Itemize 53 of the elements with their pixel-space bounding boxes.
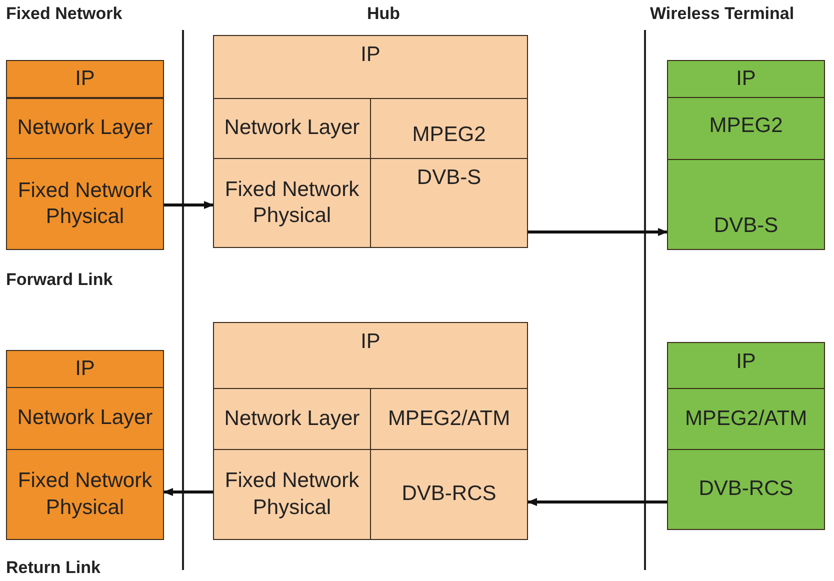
protocol-layer-box: [6, 387, 164, 450]
protocol-layer-box: [6, 158, 164, 250]
protocol-layer-box: [667, 159, 825, 250]
layer-label: IP: [75, 66, 95, 92]
layer-label: Fixed Network Physical: [224, 468, 360, 520]
column-heading: Forward Link: [6, 270, 113, 290]
protocol-layer-box: [370, 388, 528, 450]
arrow: [164, 201, 214, 209]
column-heading: Hub: [367, 4, 400, 24]
layer-label: IP: [736, 66, 756, 92]
protocol-layer-box: [667, 60, 825, 98]
protocol-layer-box: [213, 158, 371, 248]
protocol-layer-box: [6, 350, 164, 388]
protocol-layer-box: [667, 342, 825, 389]
protocol-layer-box: [667, 449, 825, 530]
layer-label: IP: [736, 349, 756, 375]
protocol-layer-box: [6, 60, 164, 98]
arrow: [163, 488, 213, 496]
protocol-layer-box: [213, 35, 528, 99]
protocol-layer-box: [667, 388, 825, 450]
layer-label: MPEG2/ATM: [684, 406, 808, 432]
arrow: [528, 228, 668, 236]
layer-label: IP: [360, 42, 380, 68]
protocol-layer-box: [213, 98, 371, 159]
protocol-layer-box: [213, 449, 371, 540]
layer-label: Network Layer: [17, 405, 153, 432]
protocol-layer-box: [370, 158, 528, 248]
layer-label: Fixed Network Physical: [224, 176, 360, 229]
layer-label: Network Layer: [17, 115, 153, 142]
protocol-layer-box: [370, 449, 528, 540]
protocol-layer-box: [213, 322, 528, 389]
layer-label: IP: [75, 356, 95, 382]
protocol-layer-box: [6, 449, 164, 540]
column-heading: Fixed Network: [6, 4, 122, 24]
layer-label: MPEG2/ATM: [388, 406, 510, 432]
layer-label: Network Layer: [224, 406, 360, 432]
layer-label: MPEG2: [709, 113, 783, 140]
layer-label: DVB-RCS: [698, 476, 794, 502]
layer-label: Fixed Network Physical: [16, 178, 154, 230]
column-heading: Wireless Terminal: [650, 4, 794, 24]
layer-label: DVB-RCS: [402, 481, 496, 508]
layer-label: DVB-S: [416, 165, 482, 191]
layer-label: IP: [360, 329, 380, 355]
protocol-layer-box: [370, 98, 528, 159]
protocol-layer-box: [213, 388, 371, 450]
column-heading: Return Link: [6, 558, 100, 578]
layer-label: MPEG2: [412, 122, 486, 148]
layer-label: Network Layer: [224, 115, 360, 142]
arrow: [527, 498, 667, 506]
layer-label: DVB-S: [714, 212, 778, 239]
protocol-layer-box: [667, 97, 825, 160]
layer-label: Fixed Network Physical: [16, 468, 154, 520]
protocol-layer-box: [6, 98, 164, 159]
